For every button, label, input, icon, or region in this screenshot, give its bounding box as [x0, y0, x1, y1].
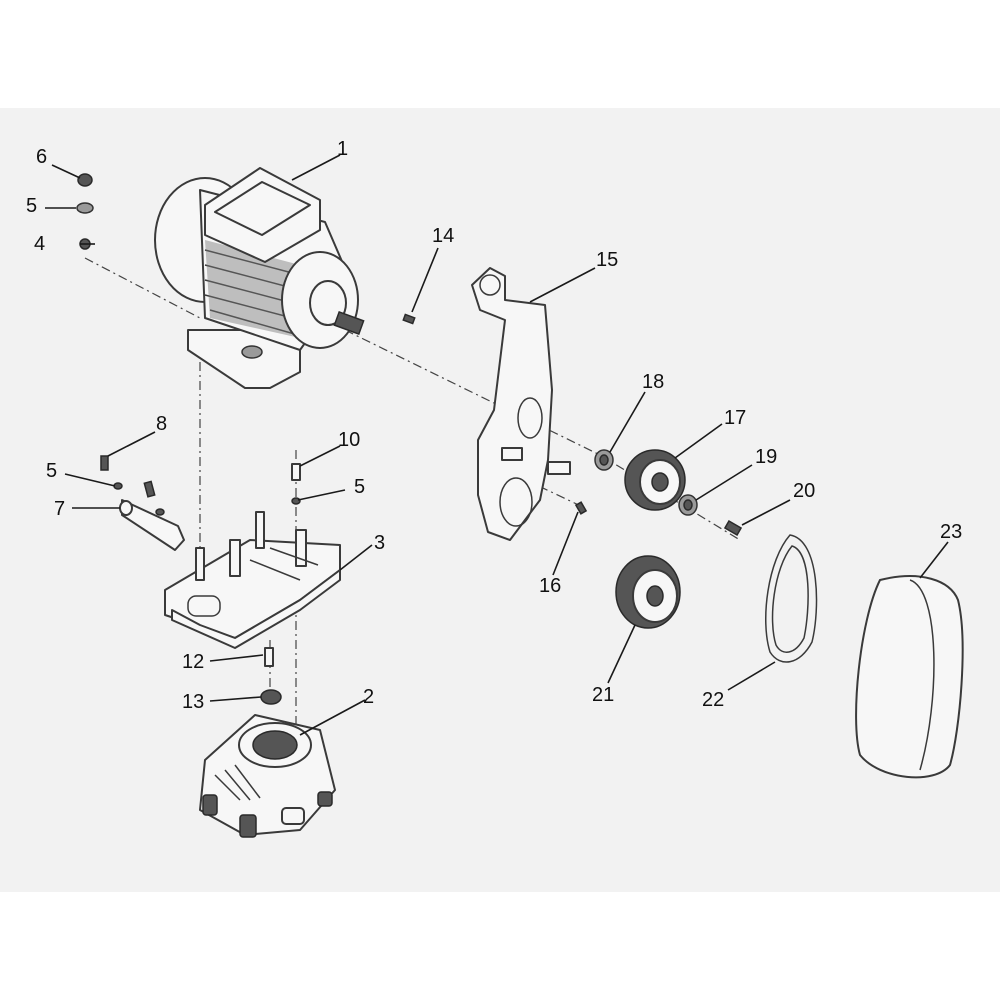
- nut-part-18: [594, 449, 614, 471]
- bolt-part-12: [264, 647, 274, 667]
- bracket-part-15: [471, 267, 571, 541]
- belt-part-22: [765, 534, 818, 663]
- label-part-23: 23: [940, 521, 962, 543]
- pump-part-2: [199, 714, 336, 838]
- key-part-14: [402, 313, 416, 325]
- label-part-5-left: 5: [46, 460, 57, 482]
- washer-part-13: [260, 689, 282, 705]
- label-part-5-right: 5: [354, 476, 365, 498]
- motor-part-1: [154, 167, 365, 389]
- label-part-20: 20: [793, 480, 815, 502]
- screw-part-8: [100, 455, 165, 516]
- label-part-1: 1: [337, 138, 348, 160]
- label-part-15: 15: [596, 249, 618, 271]
- label-part-12: 12: [182, 651, 204, 673]
- label-part-22: 22: [702, 689, 724, 711]
- screw-part-20: [723, 520, 743, 536]
- bracket-part-7: [119, 499, 185, 551]
- screw-part-16: [574, 501, 588, 515]
- label-part-18: 18: [642, 371, 664, 393]
- label-part-4: 4: [34, 233, 45, 255]
- label-part-2: 2: [363, 686, 374, 708]
- bolt-stack-4-5-6: [76, 173, 94, 250]
- label-part-6: 6: [36, 146, 47, 168]
- part-labels: 1 2 3 4 5 6 7 5 8 10 5 12 13 14 15 16 17…: [26, 138, 962, 713]
- nut-part-19: [678, 494, 698, 516]
- label-part-13: 13: [182, 691, 204, 713]
- label-part-7: 7: [54, 498, 65, 520]
- guard-cover-part-23: [855, 575, 964, 779]
- pulley-part-17: [624, 449, 686, 511]
- leader-lines: [45, 154, 949, 736]
- pulley-part-21: [615, 555, 681, 629]
- label-part-19: 19: [755, 446, 777, 468]
- label-part-17: 17: [724, 407, 746, 429]
- label-part-8: 8: [156, 413, 167, 435]
- label-part-5-top: 5: [26, 195, 37, 217]
- label-part-3: 3: [374, 532, 385, 554]
- label-part-16: 16: [539, 575, 561, 597]
- base-plate-part-3: [164, 511, 341, 649]
- label-part-21: 21: [592, 684, 614, 706]
- label-part-10: 10: [338, 429, 360, 451]
- label-part-14: 14: [432, 225, 454, 247]
